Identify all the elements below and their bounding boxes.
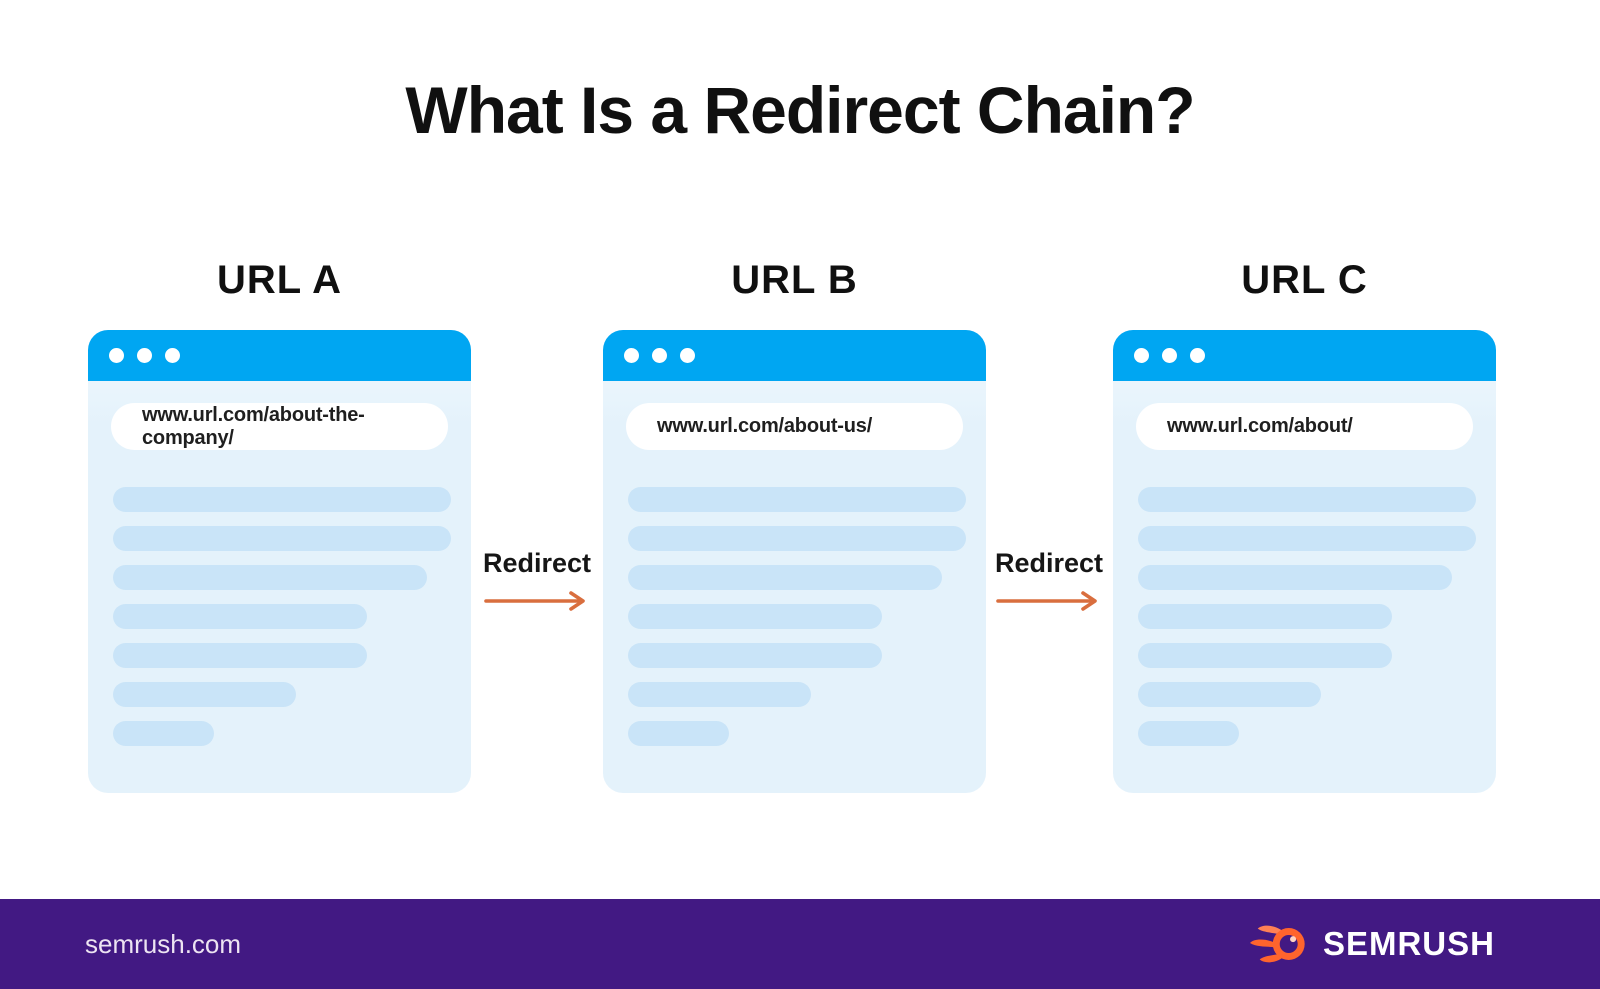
- url-a-column: URL A www.url.com/about-the-company/: [88, 256, 471, 793]
- window-dot-icon: [109, 348, 124, 363]
- footer-bar: semrush.com SEMRUSH: [0, 899, 1600, 989]
- placeholder-line: [113, 643, 367, 668]
- url-c-column: URL C www.url.com/about/: [1113, 256, 1496, 793]
- browser-content: www.url.com/about-the-company/: [88, 403, 471, 746]
- address-bar-url: www.url.com/about-us/: [657, 415, 873, 437]
- placeholder-line: [628, 565, 943, 590]
- placeholder-line: [113, 526, 451, 551]
- window-dot-icon: [1190, 348, 1205, 363]
- url-b-label: URL B: [731, 258, 858, 302]
- page-title: What Is a Redirect Chain?: [405, 73, 1195, 147]
- browser-titlebar: [1113, 330, 1496, 381]
- placeholder-line: [113, 604, 367, 629]
- placeholder-line: [1138, 643, 1392, 668]
- window-dot-icon: [652, 348, 667, 363]
- placeholder-line: [1138, 565, 1453, 590]
- window-dot-icon: [137, 348, 152, 363]
- placeholder-line: [628, 643, 882, 668]
- window-dot-icon: [680, 348, 695, 363]
- content-placeholder-lines: [113, 487, 451, 746]
- placeholder-line: [113, 721, 215, 746]
- content-placeholder-lines: [1138, 487, 1476, 746]
- semrush-logo: SEMRUSH: [1249, 899, 1495, 989]
- url-c-label: URL C: [1241, 258, 1368, 302]
- browser-window-a: www.url.com/about-the-company/: [88, 330, 471, 793]
- window-dot-icon: [165, 348, 180, 363]
- semrush-logo-text: SEMRUSH: [1322, 925, 1495, 962]
- placeholder-line: [628, 682, 811, 707]
- url-b-column: URL B www.url.com/about-us/: [603, 256, 986, 793]
- browser-content: www.url.com/about/: [1113, 403, 1496, 746]
- redirect-arrow-icon: [484, 591, 585, 611]
- redirect-label: Redirect: [994, 548, 1104, 578]
- address-bar: www.url.com/about/: [1136, 403, 1473, 450]
- window-dot-icon: [624, 348, 639, 363]
- browser-window-c: www.url.com/about/: [1113, 330, 1496, 793]
- browser-titlebar: [603, 330, 986, 381]
- address-bar: www.url.com/about-us/: [626, 403, 963, 450]
- placeholder-line: [628, 487, 966, 512]
- placeholder-line: [1138, 487, 1476, 512]
- placeholder-line: [628, 604, 882, 629]
- address-bar: www.url.com/about-the-company/: [111, 403, 448, 450]
- placeholder-line: [1138, 604, 1392, 629]
- placeholder-line: [113, 682, 296, 707]
- semrush-flame-icon: [1249, 925, 1305, 963]
- redirect-connector-2: Redirect: [984, 548, 1114, 617]
- browser-window-b: www.url.com/about-us/: [603, 330, 986, 793]
- address-bar-url: www.url.com/about/: [1167, 415, 1353, 437]
- url-a-label: URL A: [217, 258, 342, 302]
- address-bar-url: www.url.com/about-the-company/: [142, 403, 365, 449]
- window-dot-icon: [1134, 348, 1149, 363]
- redirect-arrow-icon: [996, 591, 1097, 611]
- footer-site-url: semrush.com: [85, 929, 242, 959]
- placeholder-line: [628, 526, 966, 551]
- placeholder-line: [1138, 526, 1476, 551]
- placeholder-line: [113, 565, 428, 590]
- browser-titlebar: [88, 330, 471, 381]
- content-placeholder-lines: [628, 487, 966, 746]
- placeholder-line: [1138, 682, 1321, 707]
- placeholder-line: [628, 721, 730, 746]
- placeholder-line: [113, 487, 451, 512]
- redirect-label: Redirect: [482, 548, 592, 578]
- placeholder-line: [1138, 721, 1240, 746]
- redirect-connector-1: Redirect: [472, 548, 602, 617]
- window-dot-icon: [1162, 348, 1177, 363]
- browser-content: www.url.com/about-us/: [603, 403, 986, 746]
